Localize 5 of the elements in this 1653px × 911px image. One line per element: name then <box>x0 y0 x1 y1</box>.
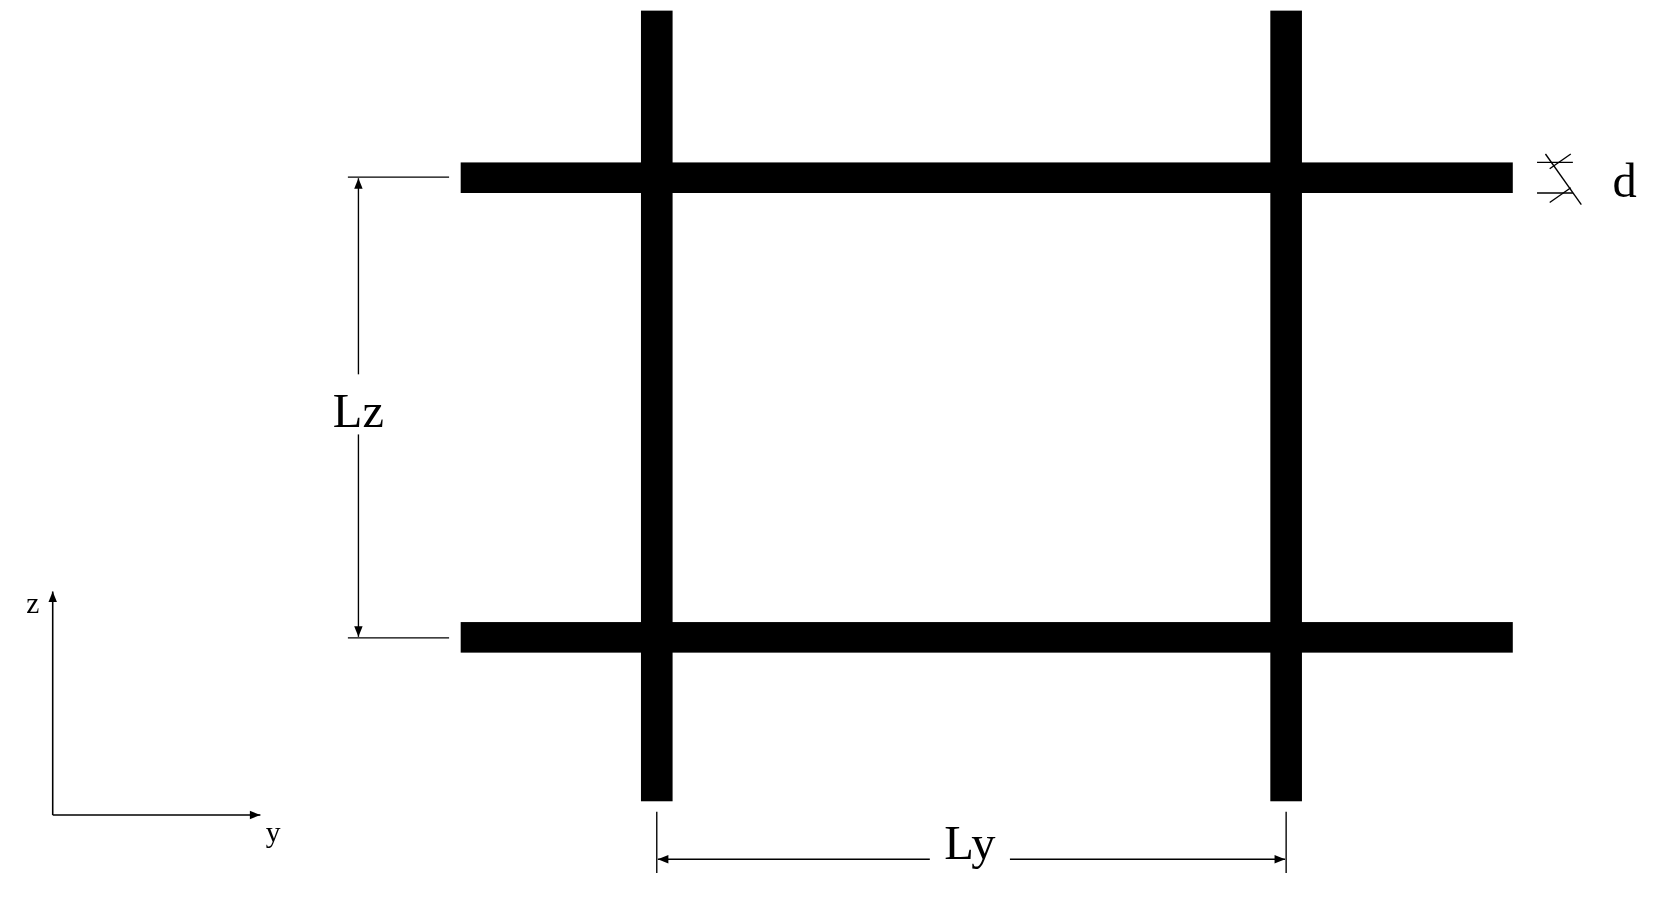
axis-label: y <box>265 818 281 848</box>
dimension-label: Ly <box>944 819 996 868</box>
dimension-label: d <box>1612 157 1637 206</box>
dimension-label: Lz <box>332 386 384 436</box>
axis-label: z <box>26 589 40 619</box>
